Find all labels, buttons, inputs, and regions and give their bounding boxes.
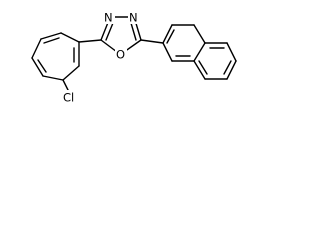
chlorine-label: Cl — [63, 91, 74, 105]
double-bond-line — [43, 37, 60, 44]
bond — [78, 39, 102, 43]
double-bond-line — [223, 60, 232, 75]
bond — [62, 65, 80, 81]
bond — [193, 24, 206, 44]
bond — [162, 24, 173, 44]
chlorophenyl-ring — [31, 32, 80, 81]
double-bond-line — [105, 22, 114, 41]
bond — [226, 60, 237, 80]
bond — [193, 42, 206, 62]
bond — [31, 38, 42, 59]
oxadiazole-ring — [100, 16, 142, 53]
nitrogen-label-left: N — [104, 11, 113, 25]
bond — [60, 32, 80, 43]
double-bond-line — [130, 22, 137, 41]
bond — [42, 75, 64, 81]
double-bond-line — [37, 59, 47, 73]
bond — [140, 39, 164, 44]
chemical-structure: N N O Cl — [31, 11, 237, 105]
bond — [193, 60, 206, 80]
bond — [162, 42, 173, 62]
oxygen-label: O — [116, 48, 125, 62]
double-bond-line — [166, 29, 175, 44]
atom-labels: N N O Cl — [62, 11, 140, 105]
bond — [226, 42, 237, 62]
naphthalene-ring — [162, 24, 237, 80]
bond — [40, 32, 62, 40]
double-bond-line — [198, 60, 208, 75]
nitrogen-label-right: N — [129, 11, 138, 25]
bond — [100, 39, 118, 53]
bond — [31, 57, 44, 77]
